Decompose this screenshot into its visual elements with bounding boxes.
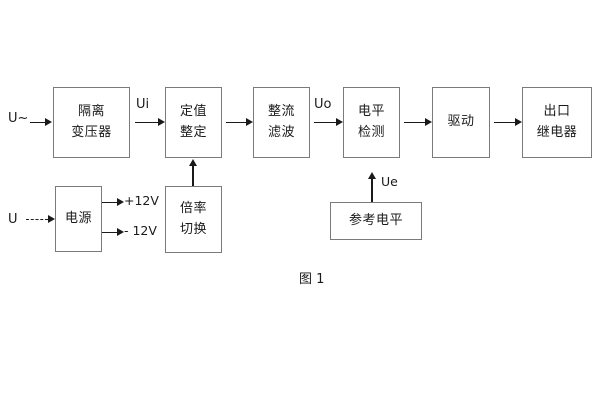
arrow-power-supply-to-minus-12v bbox=[102, 228, 124, 236]
block-isolation-transformer-line1: 隔离 bbox=[77, 104, 105, 120]
signal-label-ui: Ui bbox=[136, 97, 150, 112]
block-output-relay-line1: 出口 bbox=[543, 104, 571, 120]
block-power-supply: 电源 bbox=[55, 186, 102, 252]
arrow-setting-value-to-rectify-filter bbox=[226, 118, 253, 126]
block-output-relay-line2: 继电器 bbox=[536, 124, 578, 140]
arrow-multiplier-switch-to-setting-value bbox=[189, 159, 197, 186]
block-multiplier-switch-line1: 倍率 bbox=[179, 201, 207, 217]
signal-label-uo: Uo bbox=[314, 97, 332, 112]
input-label-ac: U~ bbox=[8, 111, 29, 126]
block-reference-level: 参考电平 bbox=[330, 202, 422, 240]
arrow-dc-input-to-power-supply bbox=[26, 215, 55, 223]
input-label-dc: U bbox=[8, 212, 18, 227]
figure-caption: 图 1 bbox=[299, 272, 325, 287]
block-drive-line1: 驱动 bbox=[447, 114, 475, 130]
block-drive: 驱动 bbox=[432, 87, 490, 158]
block-multiplier-switch-line2: 切换 bbox=[179, 221, 207, 237]
supply-label-minus-12v: - 12V bbox=[124, 223, 157, 238]
block-rectify-filter-line1: 整流 bbox=[267, 104, 295, 120]
block-multiplier-switch: 倍率 切换 bbox=[165, 186, 222, 253]
arrow-drive-to-output-relay bbox=[494, 118, 522, 126]
block-level-detection-line1: 电平 bbox=[357, 104, 385, 120]
arrow-power-supply-to-plus-12v bbox=[102, 198, 124, 206]
arrow-ac-input-to-isolation-transformer bbox=[30, 118, 52, 126]
block-rectify-filter: 整流 滤波 bbox=[253, 87, 310, 158]
block-power-supply-line1: 电源 bbox=[64, 210, 92, 226]
block-setting-value-line2: 整定 bbox=[179, 124, 207, 140]
block-level-detection: 电平 检测 bbox=[343, 87, 400, 158]
arrow-isolation-transformer-to-setting-value bbox=[135, 118, 165, 126]
block-isolation-transformer: 隔离 变压器 bbox=[53, 87, 130, 158]
block-setting-value-line1: 定值 bbox=[179, 104, 207, 120]
block-setting-value: 定值 整定 bbox=[165, 87, 222, 158]
supply-label-plus-12v: +12V bbox=[124, 193, 159, 208]
block-level-detection-line2: 检测 bbox=[357, 124, 385, 140]
arrow-level-detection-to-drive bbox=[404, 118, 432, 126]
signal-label-ue: Ue bbox=[381, 174, 398, 189]
block-isolation-transformer-line2: 变压器 bbox=[71, 124, 112, 140]
block-output-relay: 出口 继电器 bbox=[522, 87, 592, 158]
block-rectify-filter-line2: 滤波 bbox=[267, 124, 295, 140]
block-reference-level-line1: 参考电平 bbox=[348, 212, 403, 228]
arrow-rectify-filter-to-level-detection bbox=[314, 118, 343, 126]
arrow-reference-level-to-level-detection bbox=[368, 172, 376, 202]
